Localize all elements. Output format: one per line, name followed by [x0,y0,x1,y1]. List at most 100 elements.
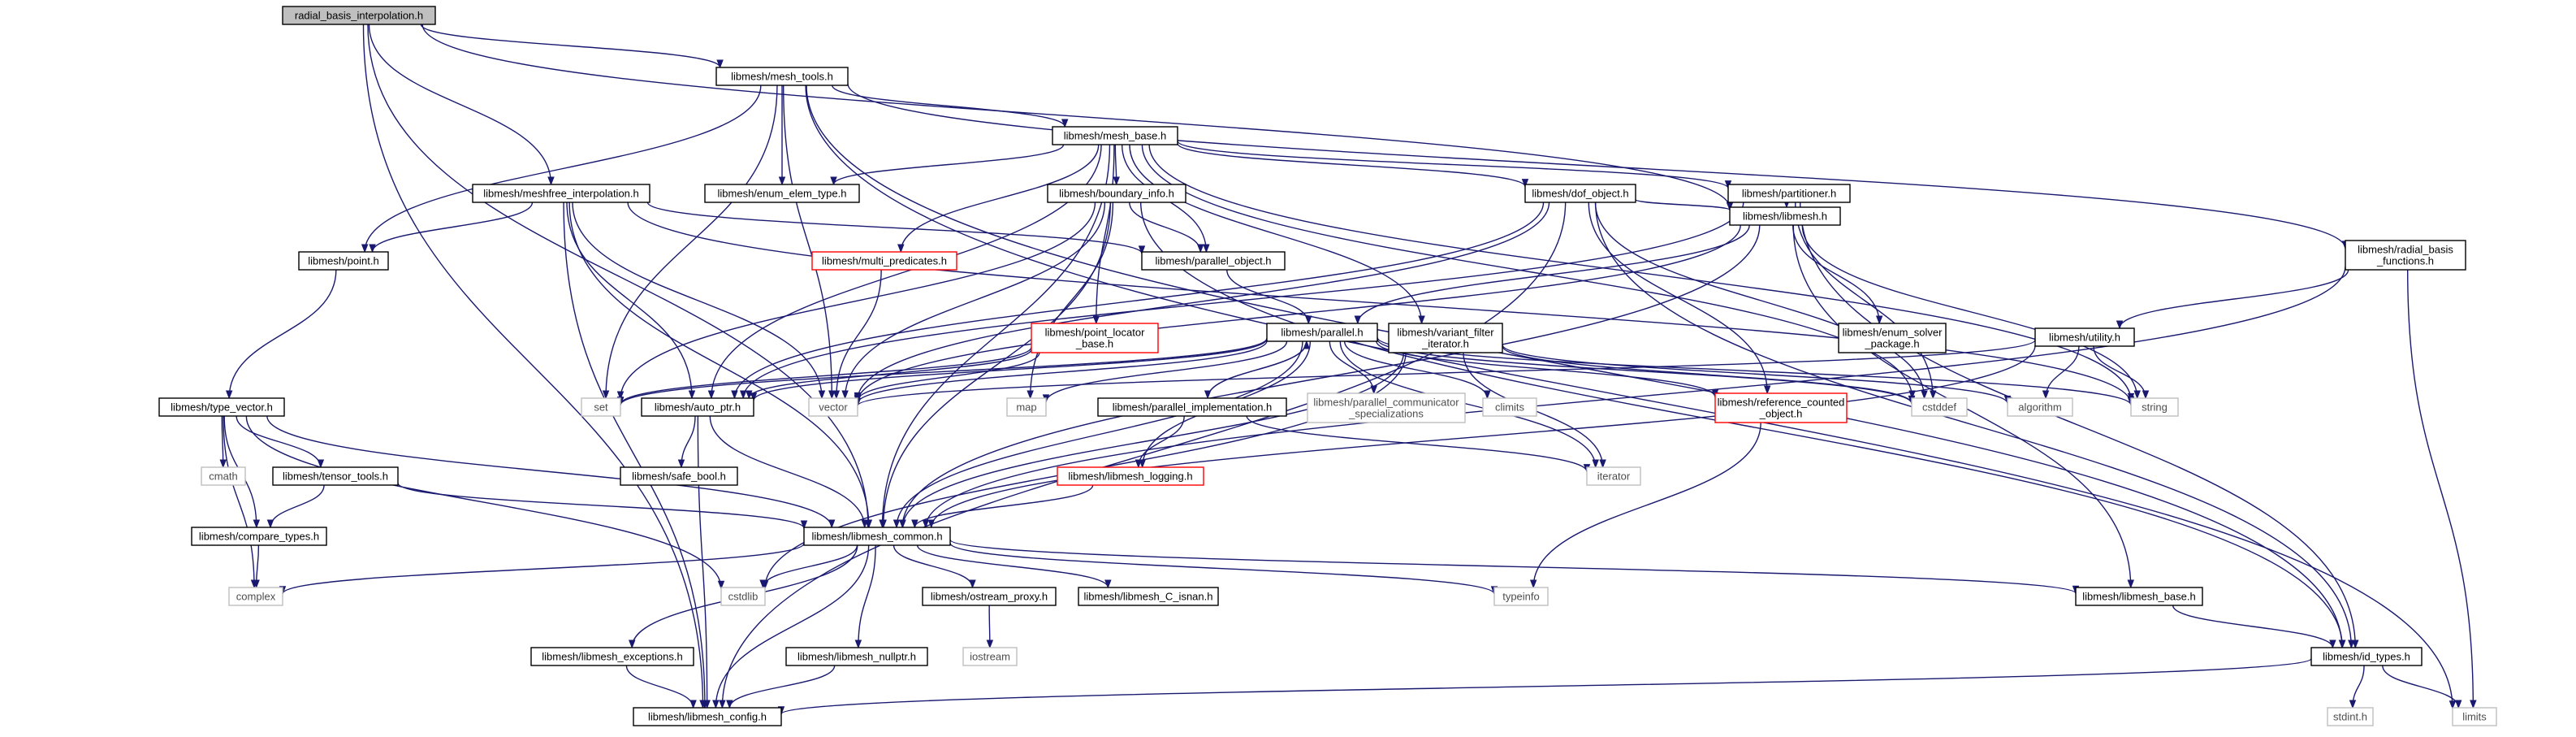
edge-utility-to-string [2093,345,2150,400]
node-label: _base.h [1075,338,1113,350]
node-box [2345,240,2466,271]
edge-utility-to-libmesh_common [927,345,2036,529]
node-parallel-impl[interactable]: libmesh/parallel_implementation.h [1097,397,1287,417]
node-box [811,251,957,271]
edge-libmesh_common-to-complex [279,543,805,596]
node-safe-bool[interactable]: libmesh/safe_bool.h [620,466,738,486]
edge-mesh_tools-to-vector [783,85,836,400]
node-id-types[interactable]: libmesh/id_types.h [2310,647,2423,666]
node-label: libmesh/point_locator [1045,327,1146,339]
node-enum-solver[interactable]: libmesh/enum_solver_package.h [1838,323,1947,353]
edge-parallel_h-to-iterator [1339,340,1599,469]
edge-mesh_base-to-variant_filter [1129,144,1425,325]
edge-meshfree-to-auto_ptr [566,202,696,400]
node-auto-ptr[interactable]: libmesh/auto_ptr.h [641,397,754,417]
node-box [620,466,738,486]
node-box [1911,397,1968,417]
node-ostream-proxy[interactable]: libmesh/ostream_proxy.h [922,587,1057,606]
edge-libmesh_common-to-ostream_proxy [893,544,976,589]
node-partitioner[interactable]: libmesh/partitioner.h [1727,184,1851,203]
node-box [1493,587,1549,606]
node-variant-filter[interactable]: libmesh/variant_filter_iterator.h [1388,323,1503,353]
node-label: typeinfo [1502,591,1540,603]
edge-radial_fn-to-utility [2116,269,2349,330]
node-label: libmesh/auto_ptr.h [655,401,741,414]
node-label: libmesh/libmesh.h [1743,210,1827,223]
node-point[interactable]: libmesh/point.h [298,251,389,271]
edge-meshfree-to-vector [572,202,826,400]
node-label: libmesh/parallel_implementation.h [1113,401,1273,414]
edge-type_vector-to-cstdlib [245,415,725,590]
node-compare-types[interactable]: libmesh/compare_types.h [191,527,327,546]
node-label: string [2142,401,2168,414]
edge-parallel_h-to-auto_ptr [750,338,1268,402]
node-c-isnan[interactable]: libmesh/libmesh_C_isnan.h [1078,587,1219,606]
node-meshfree[interactable]: libmesh/meshfree_interpolation.h [472,184,650,203]
node-label: libmesh/id_types.h [2323,651,2410,663]
node-label: iostream [970,651,1010,663]
node-tensor-tools[interactable]: libmesh/tensor_tools.h [272,466,399,486]
node-box [1141,251,1286,271]
node-mesh-base[interactable]: libmesh/mesh_base.h [1052,126,1178,145]
node-libmesh-h[interactable]: libmesh/libmesh.h [1729,206,1841,226]
node-box [720,587,766,606]
edge-meshfree-to-point [369,202,534,254]
edge-root-to-libmesh_common [367,24,872,529]
edge-parallel_impl-to-libmesh_logging [1135,415,1185,469]
edge-parallel_h-to-climits [1343,340,1491,400]
node-exceptions[interactable]: libmesh/libmesh_exceptions.h [530,647,694,666]
node-libmesh-logging[interactable]: libmesh/libmesh_logging.h [1057,466,1204,486]
node-ref-counted[interactable]: libmesh/reference_counted_object.h [1714,392,1848,423]
node-boundary-info[interactable]: libmesh/boundary_info.h [1047,184,1186,203]
node-limits: limits [2452,707,2497,726]
edge-mesh_tools-to-point [361,85,762,254]
node-label: libmesh/boundary_info.h [1059,188,1174,200]
node-label: _object.h [1759,408,1803,420]
edge-libmesh_base-to-id_types [2172,605,2336,649]
node-libmesh-common[interactable]: libmesh/libmesh_common.h [803,527,951,546]
node-box [158,397,285,417]
node-root[interactable]: radial_basis_interpolation.h [282,6,436,25]
node-label: libmesh/ostream_proxy.h [931,591,1048,603]
node-label: set [594,401,608,414]
node-dof-object[interactable]: libmesh/dof_object.h [1524,184,1636,203]
node-parallel-h[interactable]: libmesh/parallel.h [1266,323,1378,342]
node-box [715,67,849,86]
edge-id_types-to-libmesh_config [777,657,2312,716]
node-radial-fn[interactable]: libmesh/radial_basis_functions.h [2345,240,2466,271]
node-multi-pred[interactable]: libmesh/multi_predicates.h [811,251,957,271]
node-parallel-object[interactable]: libmesh/parallel_object.h [1141,251,1286,271]
node-box [633,707,782,726]
node-enum-elem[interactable]: libmesh/enum_elem_type.h [704,184,860,203]
node-typeinfo: typeinfo [1493,587,1549,606]
node-box [201,466,246,486]
edge-partitioner-to-auto_ptr [739,202,1744,400]
node-box [1266,323,1378,342]
node-libmesh-base[interactable]: libmesh/libmesh_base.h [2075,587,2203,606]
node-utility[interactable]: libmesh/utility.h [2034,327,2135,347]
node-climits: climits [1482,397,1537,417]
node-mesh-tools[interactable]: libmesh/mesh_tools.h [715,67,849,86]
edge-libmesh_common-to-nullptr [854,544,876,649]
node-box [2075,587,2203,606]
node-label: libmesh/type_vector.h [171,401,273,414]
node-point-locator[interactable]: libmesh/point_locator_base.h [1031,323,1159,353]
edge-mesh_tools-to-set [602,85,778,400]
edge-root-to-libmesh_h [421,24,1734,210]
node-label: complex [236,591,276,603]
node-label: libmesh/enum_solver [1843,327,1943,339]
node-label: libmesh/libmesh_nullptr.h [797,651,916,663]
edge-mesh_base-to-enum_elem [830,144,1065,186]
node-type-vector[interactable]: libmesh/type_vector.h [158,397,285,417]
node-label: libmesh/parallel_object.h [1155,255,1271,267]
node-libmesh-config[interactable]: libmesh/libmesh_config.h [633,707,782,726]
node-nullptr[interactable]: libmesh/libmesh_nullptr.h [785,647,928,666]
node-label: libmesh/libmesh_base.h [2082,591,2195,603]
node-box [1078,587,1219,606]
node-label: libmesh/reference_counted [1718,397,1845,409]
edge-mesh_base-to-multi_pred [897,144,1100,254]
node-box [808,397,858,417]
node-label: libmesh/safe_bool.h [632,470,726,483]
edge-point_locator-to-auto_ptr [746,349,1032,400]
edge-point-to-type_vector [225,269,337,400]
